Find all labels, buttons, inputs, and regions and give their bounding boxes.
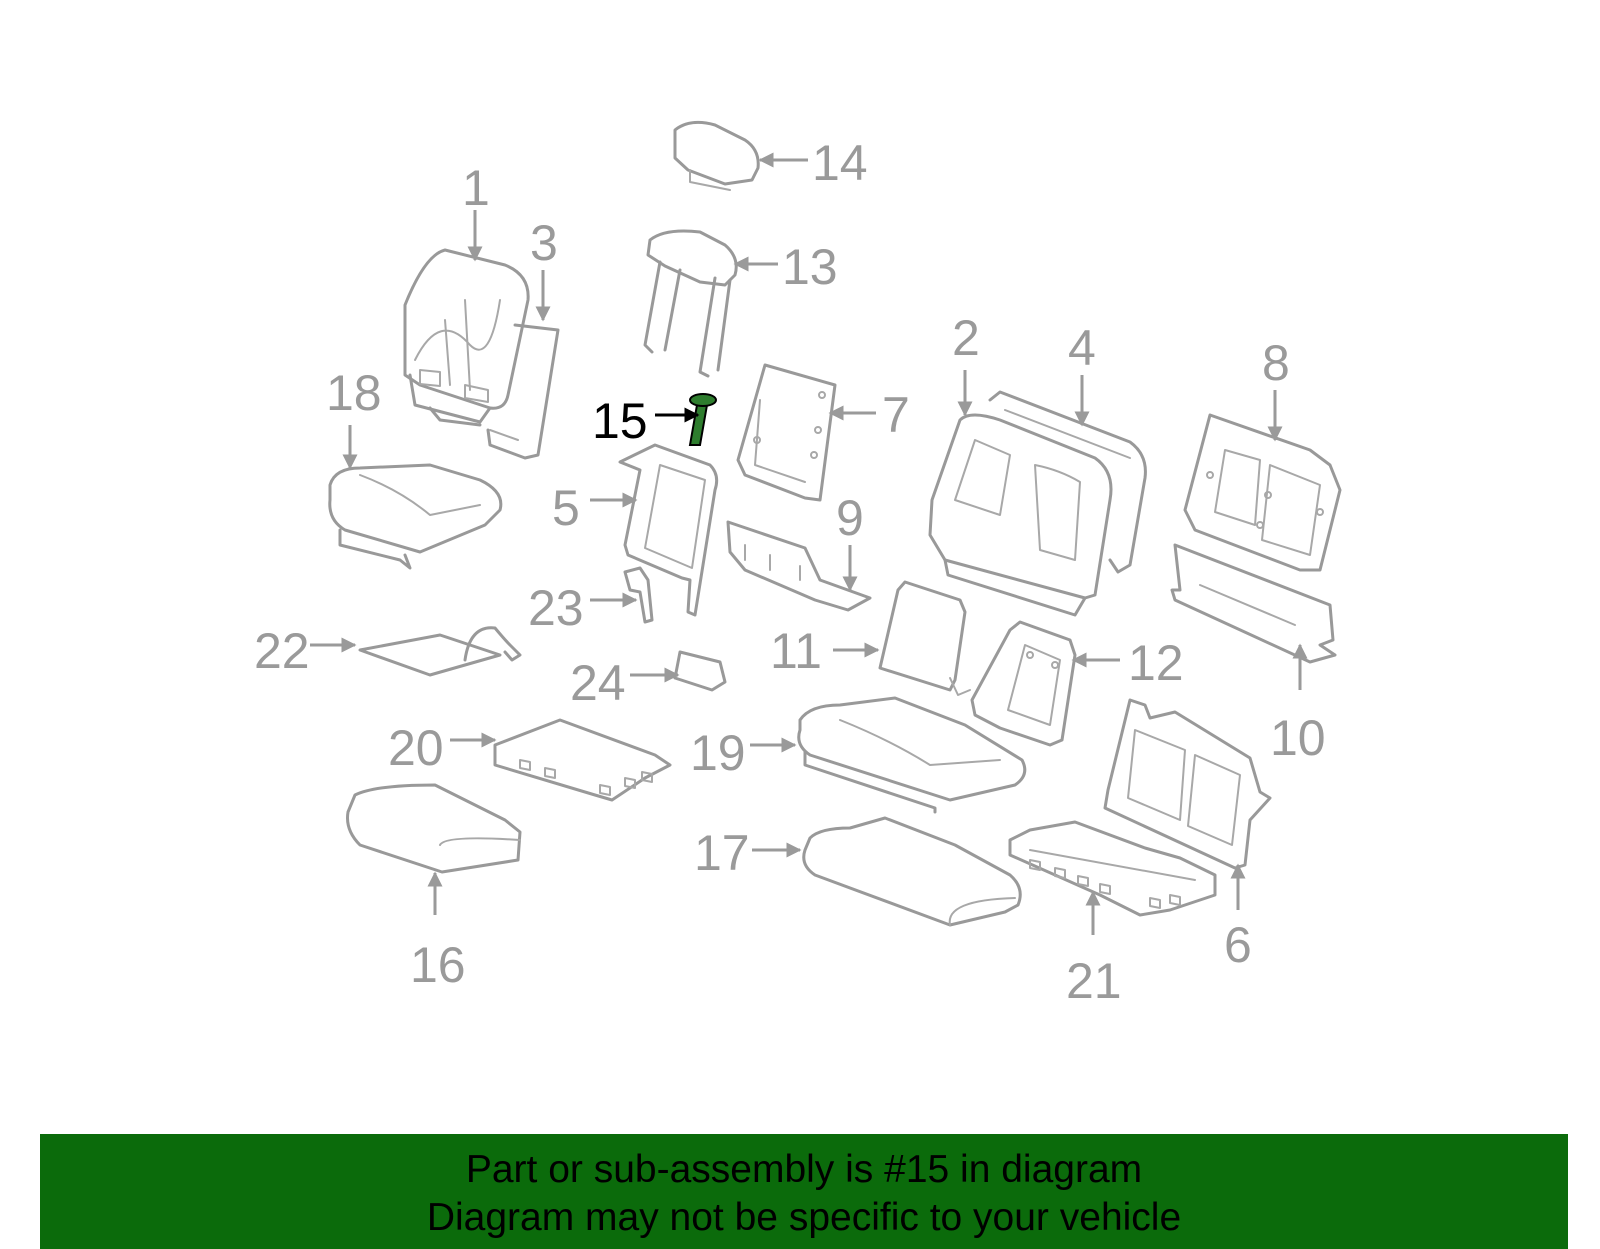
part-20-shape: [493, 718, 672, 802]
part-1-shape: [403, 248, 530, 427]
part-23-shape: [623, 566, 654, 624]
part-21-shape: [1008, 820, 1217, 917]
callout-24: 24: [570, 655, 626, 711]
callout-15: 15: [592, 393, 648, 449]
callout-8: 8: [1262, 335, 1290, 391]
callout-3: 3: [530, 215, 558, 271]
part-11-shape: [878, 580, 971, 696]
callout-6: 6: [1224, 917, 1252, 973]
callout-arrows: [310, 152, 1308, 935]
callout-19: 19: [690, 725, 746, 781]
part-10-shape: [1170, 543, 1337, 664]
callout-labels: 1 2 3 4 5 6 7 8 9 10 11 12 13 14 15 16 1…: [254, 135, 1326, 1009]
part-14-shape: [673, 120, 760, 191]
callout-7: 7: [882, 387, 910, 443]
info-banner: Part or sub-assembly is #15 in diagram D…: [40, 1134, 1568, 1249]
part-16-shape: [346, 783, 522, 874]
callout-14: 14: [812, 135, 868, 191]
part-12-shape: [970, 620, 1077, 747]
part-24-shape: [673, 650, 727, 692]
callout-18: 18: [326, 365, 382, 421]
part-9-shape: [726, 520, 872, 612]
callout-5: 5: [552, 480, 580, 536]
callout-11: 11: [770, 623, 822, 679]
part-19-shape: [797, 696, 1027, 814]
part-8-shape: [1183, 413, 1342, 572]
callout-1: 1: [462, 160, 490, 216]
callout-23: 23: [528, 580, 584, 636]
part-13-shape: [643, 229, 738, 378]
part-3-shape: [486, 323, 560, 460]
part-22-shape: [358, 626, 522, 677]
part-15-shape: [688, 393, 717, 446]
callout-4: 4: [1068, 320, 1096, 376]
callout-2: 2: [952, 310, 980, 366]
callout-21: 21: [1066, 953, 1122, 1009]
callout-13: 13: [782, 239, 838, 295]
callout-16: 16: [410, 937, 466, 993]
part-17-shape: [802, 816, 1022, 927]
banner-line-disclaimer: Diagram may not be specific to your vehi…: [426, 1196, 1182, 1239]
part-5-shape: [618, 443, 719, 617]
banner-line-part: Part or sub-assembly is #15 in diagram: [465, 1148, 1143, 1191]
part-4-shape: [988, 390, 1147, 574]
part-6-shape: [1103, 698, 1272, 870]
callout-9: 9: [836, 490, 864, 546]
callout-17: 17: [694, 825, 750, 881]
part-2-shape: [928, 413, 1113, 617]
callout-12: 12: [1128, 635, 1184, 691]
part-7-shape: [736, 363, 837, 502]
callout-22: 22: [254, 623, 310, 679]
part-18-shape: [328, 463, 503, 570]
callout-20: 20: [388, 720, 444, 776]
callout-10: 10: [1270, 710, 1326, 766]
